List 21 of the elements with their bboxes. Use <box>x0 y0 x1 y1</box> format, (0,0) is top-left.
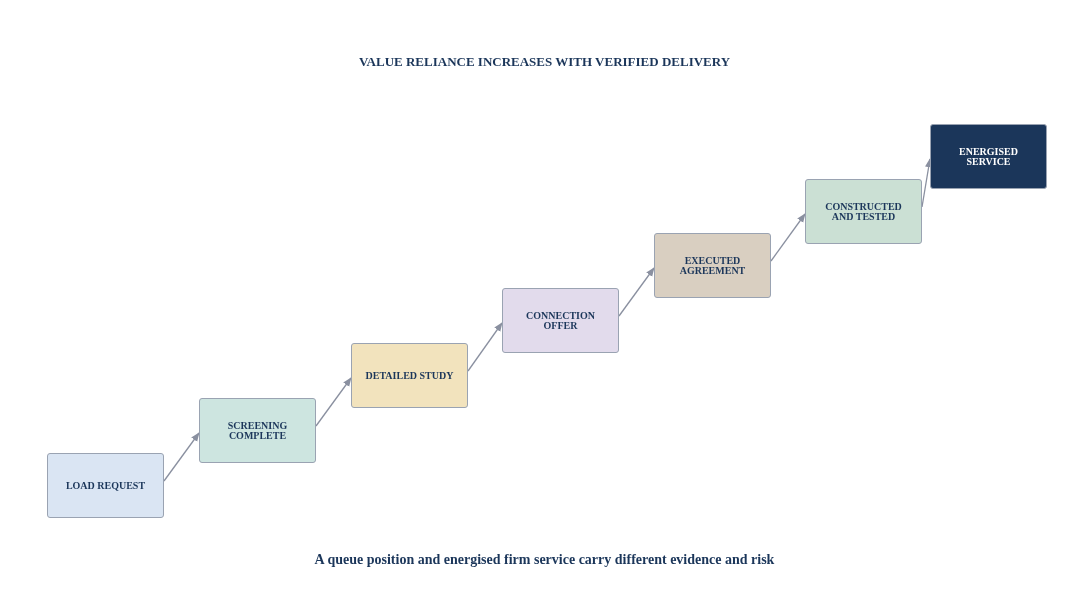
arrow <box>770 213 806 262</box>
stage-label: SCREENING COMPLETE <box>226 420 289 441</box>
stage-label: EXECUTED AGREEMENT <box>678 255 747 276</box>
arrow <box>618 267 655 317</box>
stage-box <box>351 343 468 408</box>
arrow <box>315 377 352 427</box>
stage-box <box>805 179 922 244</box>
stage-label: CONNECTION OFFER <box>525 310 596 331</box>
stage-box <box>199 398 316 463</box>
stage-box <box>654 233 771 298</box>
stage-label: CONSTRUCTED AND TESTED <box>824 201 903 222</box>
stage-box <box>930 124 1047 189</box>
diagram-title: VALUE RELIANCE INCREASES WITH VERIFIED DELIVERY <box>358 53 731 71</box>
stage-label: LOAD REQUEST <box>65 480 146 491</box>
stage-label: ENERGISED SERVICE <box>958 146 1019 167</box>
stage-label: DETAILED STUDY <box>365 370 454 381</box>
stage-box <box>47 453 164 518</box>
arrow <box>467 322 503 372</box>
arrow <box>163 432 200 482</box>
stage-box <box>502 288 619 353</box>
caption: A queue position and energised firm service carry different evidence and risk <box>314 551 775 569</box>
